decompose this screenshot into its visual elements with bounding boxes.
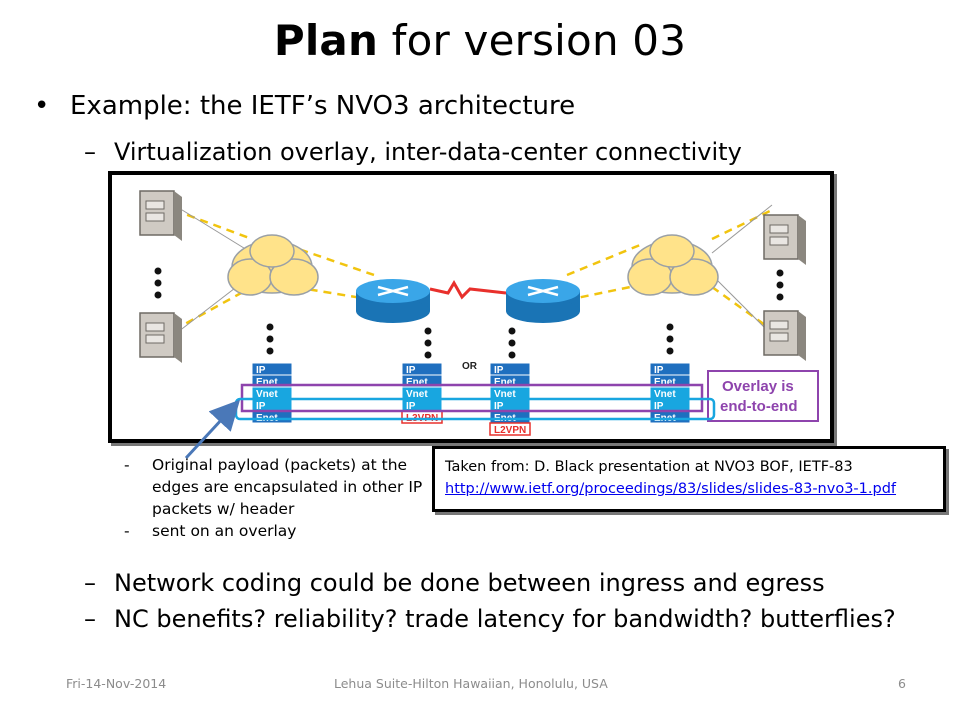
stack-layer-label: Vnet <box>654 389 676 400</box>
or-label: OR <box>462 361 478 372</box>
sub-dash: – <box>84 138 96 166</box>
cloud-right <box>627 234 719 296</box>
stack-layer-label: IP <box>654 401 664 412</box>
cloud-left <box>227 234 319 296</box>
stack-layer-label: IP <box>406 365 416 376</box>
stack-layer-label: Vnet <box>256 389 278 400</box>
sub-text: Network coding could be done between ing… <box>114 569 825 597</box>
server-dots-left <box>154 267 162 299</box>
credit-link[interactable]: http://www.ietf.org/proceedings/83/slide… <box>445 481 897 497</box>
sub-dash: – <box>84 605 96 633</box>
stack-layer-label: Enet <box>494 377 516 388</box>
protocol-stacks: IPEnetVnetIPEnetIPEnetVnetIPL3VPNIPEnetV… <box>251 362 691 436</box>
sub-dash: – <box>84 569 96 597</box>
stack-dots <box>266 323 674 359</box>
stack-layer-label: Enet <box>406 377 428 388</box>
source-credit-box: Taken from: D. Black presentation at NVO… <box>432 446 946 512</box>
server-right-top <box>763 214 806 265</box>
title-rest: for version 03 <box>378 16 687 65</box>
note-dash: - <box>124 456 130 474</box>
overlay-label-line2: end-to-end <box>720 398 797 415</box>
sub-text: Virtualization overlay, inter-data-cente… <box>114 138 742 166</box>
note-text: Original payload (packets) at the edges … <box>152 456 423 518</box>
stack-layer-label: IP <box>494 401 504 412</box>
stack-layer <box>489 422 531 436</box>
title-bold: Plan <box>273 16 379 65</box>
server-left-top <box>139 190 182 241</box>
note-dash: - <box>124 522 130 540</box>
thin-links <box>173 204 773 336</box>
stack-layer-label: Enet <box>654 377 676 388</box>
overlay-label-line1: Overlay is <box>722 378 794 395</box>
bullet-text: Example: the IETF’s NVO3 architecture <box>70 91 576 121</box>
stack-layer-label: Vnet <box>406 389 428 400</box>
stack-layer-label: IP <box>494 365 504 376</box>
footer-page-number: 6 <box>898 676 906 691</box>
overlay-label-box <box>707 370 819 422</box>
note-text: sent on an overlay <box>152 522 297 540</box>
footer-date: Fri-14-Nov-2014 <box>66 676 167 691</box>
stack-layer-label: Enet <box>256 377 278 388</box>
stack-layer-label: IP <box>406 401 416 412</box>
server-dots-right <box>776 269 784 301</box>
stack-layer-label: IP <box>256 365 266 376</box>
stack-layer-label: Vnet <box>494 389 516 400</box>
bullet-dot: • <box>34 91 50 121</box>
nvo3-diagram-svg: OR IPEnetVnetIPEnetIPEnetVnetIPL3VPNIPEn… <box>139 190 819 436</box>
credit-text: Taken from: D. Black presentation at NVO… <box>445 459 853 475</box>
sub-text: NC benefits? reliability? trade latency … <box>114 605 896 633</box>
router-right <box>506 279 580 323</box>
router-left <box>356 279 430 323</box>
router-link <box>429 280 507 300</box>
server-right-bottom <box>763 310 806 361</box>
note-item: - sent on an overlay <box>124 520 424 542</box>
annotation-notes: - Original payload (packets) at the edge… <box>124 454 424 542</box>
stack-layer-label: IP <box>654 365 664 376</box>
stack-layer-label: IP <box>256 401 266 412</box>
footer-venue: Lehua Suite-Hilton Hawaiian, Honolulu, U… <box>334 676 608 691</box>
slide-title: Plan for version 03 <box>0 14 960 68</box>
stack-layer-label: L2VPN <box>494 425 526 436</box>
note-item: - Original payload (packets) at the edge… <box>124 454 424 520</box>
server-left-bottom <box>139 312 182 363</box>
